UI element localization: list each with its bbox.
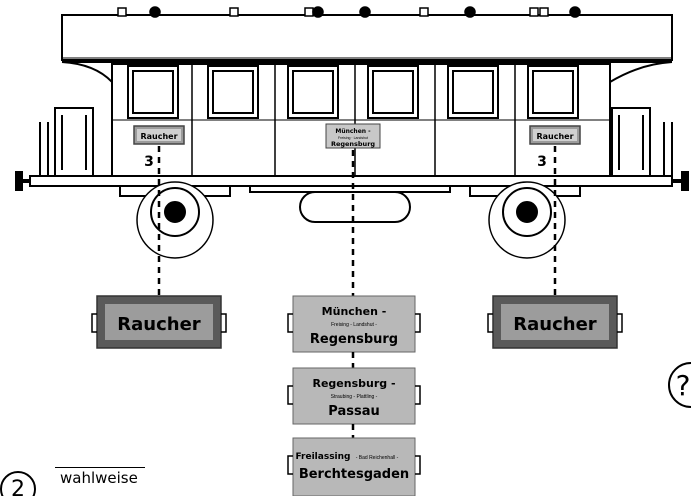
- raucher-sign-left: Raucher: [91, 295, 227, 349]
- small-route-middle: Freising · Landshut: [338, 136, 368, 140]
- route-sign-regensburg: Regensburg - Straubing - Plattling - Pas…: [287, 367, 421, 425]
- small-route-bottom: Regensburg: [331, 140, 375, 148]
- small-sign-left-text: Raucher: [140, 132, 177, 141]
- coach-number-left: 3: [144, 154, 154, 170]
- note-label: wahlweise: [60, 469, 138, 487]
- route2-middle: Straubing - Plattling -: [331, 394, 378, 400]
- small-route-top: München -: [335, 128, 371, 135]
- underframe: [15, 171, 689, 197]
- end-platforms: [39, 107, 673, 178]
- route2-top: Regensburg -: [312, 377, 395, 390]
- callout-right-question: ?: [668, 362, 691, 408]
- callout-right-text: ?: [676, 369, 691, 402]
- coach-roof: [61, 14, 673, 63]
- route-sign-munchen: München - Freising - Landshut - Regensbu…: [287, 295, 421, 353]
- raucher-left-text: Raucher: [117, 314, 201, 335]
- callout-left-2: 2: [0, 471, 36, 496]
- small-sign-right-text: Raucher: [536, 132, 573, 141]
- route-sign-freilassing: Freilassing - Bad Reichenhall - Berchtes…: [287, 437, 421, 496]
- coach-number-right: 3: [537, 154, 547, 170]
- coach-windows: [127, 65, 579, 119]
- raucher-right-text: Raucher: [513, 314, 597, 335]
- raucher-sign-right: Raucher: [487, 295, 623, 349]
- leader-lines: [157, 146, 557, 296]
- route3-top: Freilassing: [295, 452, 350, 462]
- wheel-right: [488, 181, 566, 259]
- note-underline: [55, 467, 145, 468]
- brake-cylinder: [299, 191, 411, 223]
- route3-top-small: - Bad Reichenhall -: [356, 455, 399, 461]
- small-route-sign: München - Freising · Landshut Regensburg: [325, 123, 381, 149]
- small-sign-right: Raucher: [529, 125, 581, 145]
- wheel-left: [136, 181, 214, 259]
- small-sign-left: Raucher: [133, 125, 185, 145]
- route3-bottom: Berchtesgaden: [299, 467, 409, 482]
- route1-top: München -: [322, 305, 387, 318]
- route1-middle: Freising - Landshut -: [331, 322, 377, 328]
- route2-bottom: Passau: [328, 404, 379, 419]
- route1-bottom: Regensburg: [310, 332, 398, 347]
- callout-left-text: 2: [11, 477, 25, 496]
- roof-vents: [117, 6, 581, 18]
